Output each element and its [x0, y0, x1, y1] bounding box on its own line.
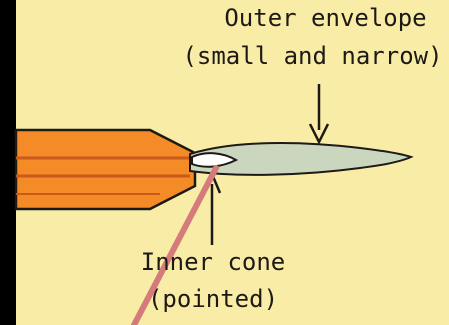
- inner-cone-label: Inner cone: [140, 248, 286, 276]
- outer-envelope-label: Outer envelope: [224, 4, 427, 32]
- inner-cone-sublabel: (pointed): [147, 285, 279, 313]
- left-black-band: [0, 0, 16, 325]
- pointer-line: [131, 165, 219, 325]
- outer-envelope-sublabel: (small and narrow): [182, 42, 443, 70]
- inner-cone-flame: [191, 152, 239, 168]
- torch-nozzle: [14, 128, 197, 211]
- outer-envelope-arrow: [308, 84, 330, 145]
- outer-envelope-flame: [189, 142, 414, 176]
